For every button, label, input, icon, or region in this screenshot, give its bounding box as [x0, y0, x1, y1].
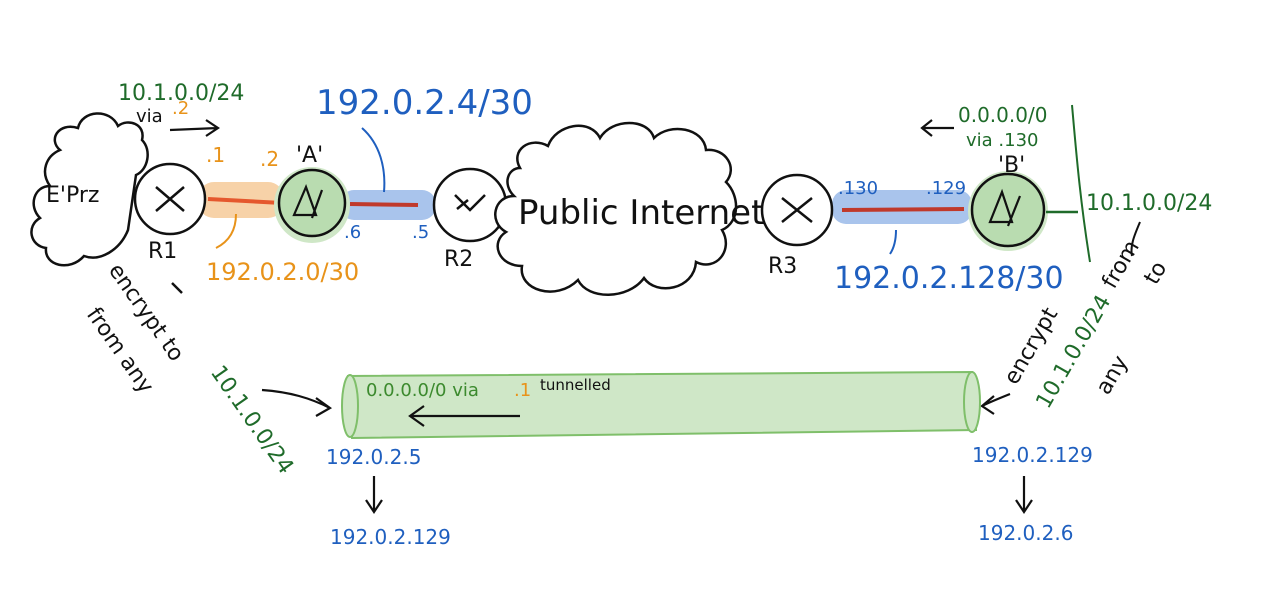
vpn-a-inner-addr: .2 — [260, 147, 279, 171]
right-tunnel-down-arrow — [1015, 476, 1033, 514]
left-policy-arrow — [261, 388, 333, 417]
vpn-a-outer-addr: .6 — [344, 222, 361, 243]
right-policy-to: to — [1140, 257, 1173, 289]
b-lan-prefix: 10.1.0.0/24 — [1086, 191, 1212, 216]
vpn-b-inner-addr: .129 — [926, 178, 966, 199]
r1-route-via: via — [136, 106, 163, 127]
right-tunnel-end-addr: 192.0.2.129 — [972, 443, 1093, 467]
internet-cloud — [494, 121, 738, 296]
r1-route-prefix: 10.1.0.0/24 — [118, 81, 244, 106]
outer-link-left — [349, 202, 419, 207]
inner-subnet-label: 192.0.2.0/30 — [206, 258, 359, 286]
outer-subnet-label: 192.0.2.4/30 — [316, 83, 533, 123]
right-policy-any: any — [1092, 351, 1134, 399]
enterprise-cloud — [30, 112, 149, 267]
left-tunnel-down-arrow — [365, 476, 383, 514]
ipsec-tunnel — [341, 370, 981, 440]
right-subnet-label: 192.0.2.128/30 — [834, 261, 1064, 296]
right-subnet-pointer — [889, 229, 897, 255]
default-route-arrow — [920, 119, 954, 137]
right-policy-from: from — [1098, 236, 1145, 293]
vpn-a-icon — [292, 183, 324, 219]
vpn-b-label: 'B' — [998, 153, 1025, 178]
right-policy-arrow — [980, 392, 1011, 415]
r1-tick — [171, 282, 183, 294]
left-tunnel-peer-addr: 192.0.2.129 — [330, 525, 451, 549]
left-policy: encrypt to 10.1.0.0/24 from any — [81, 259, 298, 479]
r1-route-arrow — [169, 119, 220, 137]
vpn-b-icon — [988, 188, 1022, 227]
r3-addr: .130 — [838, 178, 878, 199]
b-lan-bar — [1071, 104, 1091, 263]
left-policy-prefix: 10.1.0.0/24 — [205, 361, 298, 479]
tunnel-right-end — [963, 371, 981, 433]
tunnel-left-end — [341, 374, 359, 438]
enterprise-label: E'Prz — [46, 183, 99, 208]
tunnel-note: tunnelled — [540, 376, 611, 394]
router-r2-icon — [454, 194, 486, 212]
tunnel-arrow — [408, 405, 520, 427]
router-r3-label: R3 — [768, 254, 797, 279]
right-tunnel-peer-addr: 192.0.2.6 — [978, 521, 1073, 545]
r1-addr: .1 — [206, 143, 225, 167]
inner-link — [207, 197, 283, 205]
tunnel-via-hop: .1 — [514, 380, 531, 401]
r2-addr: .5 — [412, 222, 429, 243]
outer-link-right — [841, 207, 965, 212]
vpn-a-label: 'A' — [296, 143, 323, 168]
router-r2 — [432, 167, 508, 243]
outer-subnet-pointer — [361, 127, 386, 193]
inner-subnet-pointer — [215, 213, 237, 249]
default-route-via: via .130 — [966, 130, 1038, 151]
router-r1-icon — [155, 186, 185, 212]
internet-label: Public Internet — [518, 193, 764, 233]
left-tunnel-end-addr: 192.0.2.5 — [326, 445, 421, 469]
router-r2-label: R2 — [444, 247, 473, 272]
r1-route-via-hop: .2 — [172, 98, 189, 119]
tunnel-route: 0.0.0.0/0 via — [366, 380, 479, 401]
default-route-prefix: 0.0.0.0/0 — [958, 103, 1047, 127]
outer-link-right-highlight — [832, 190, 972, 224]
right-policy-pointer — [1130, 221, 1141, 257]
router-r1-label: R1 — [148, 239, 177, 264]
router-r3-icon — [781, 197, 813, 223]
